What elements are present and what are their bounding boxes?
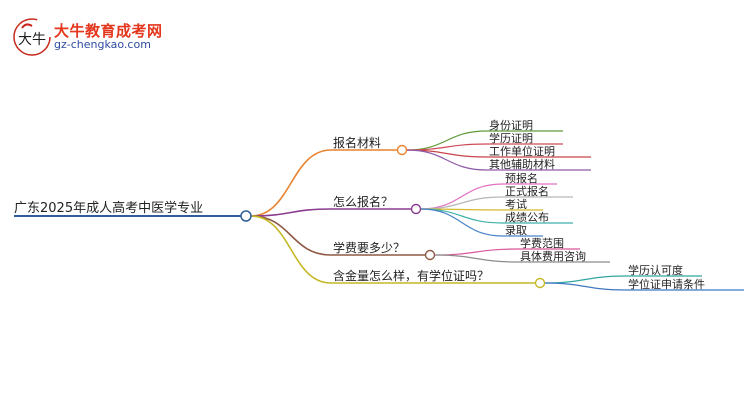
- leaf-connector: [434, 254, 519, 263]
- leaf-connector: [420, 208, 504, 237]
- branch-connector: [250, 149, 332, 217]
- leaf-node-label: 其他辅助材料: [489, 157, 555, 171]
- root-collapse-toggle[interactable]: [240, 210, 252, 222]
- branch-collapse-toggle[interactable]: [396, 144, 408, 156]
- leaf-connector: [420, 208, 504, 224]
- leaf-node-label: 具体费用咨询: [520, 249, 586, 263]
- branch-collapse-toggle[interactable]: [410, 203, 422, 215]
- leaf-node-label: 工作单位证明: [489, 144, 555, 158]
- branch-connector: [250, 208, 332, 217]
- leaf-node-label: 正式报名: [505, 184, 549, 198]
- branch-node-label: 报名材料: [333, 135, 381, 150]
- leaf-node-label: 身份证明: [489, 118, 533, 132]
- bull-emblem-icon: 大牛: [13, 18, 51, 56]
- leaf-node-label: 学费范围: [520, 236, 564, 250]
- branch-connector: [250, 215, 332, 284]
- leaf-node-label: 学历认可度: [628, 263, 683, 277]
- branch-collapse-toggle[interactable]: [534, 277, 546, 289]
- site-url: gz-chengkao.com: [54, 38, 151, 51]
- leaf-node-label: 考试: [505, 198, 527, 211]
- leaf-connector: [544, 282, 627, 291]
- leaf-node-label: 成绩公布: [505, 211, 549, 224]
- emblem-lettering: 大牛: [18, 32, 46, 48]
- branch-node-label: 怎么报名？: [333, 194, 393, 209]
- leaf-node-label: 录取: [505, 224, 527, 237]
- root-node-label: 广东2025年成人高考中医学专业: [14, 200, 203, 216]
- leaf-connector: [406, 149, 488, 171]
- branch-collapse-toggle[interactable]: [424, 249, 436, 261]
- leaf-connector: [420, 196, 504, 210]
- leaf-connector: [544, 275, 627, 284]
- leaf-connector: [420, 183, 504, 210]
- leaf-connector: [434, 248, 519, 256]
- site-name: 大牛教育成考网: [54, 22, 163, 40]
- leaf-node-label: 预报名: [505, 171, 538, 185]
- branch-node-label: 学费要多少？: [333, 240, 405, 255]
- leaf-node-label: 学历证明: [489, 131, 533, 145]
- branch-node-label: 含金量怎么样，有学位证吗？: [333, 268, 489, 283]
- leaf-node-label: 学位证申请条件: [628, 277, 705, 291]
